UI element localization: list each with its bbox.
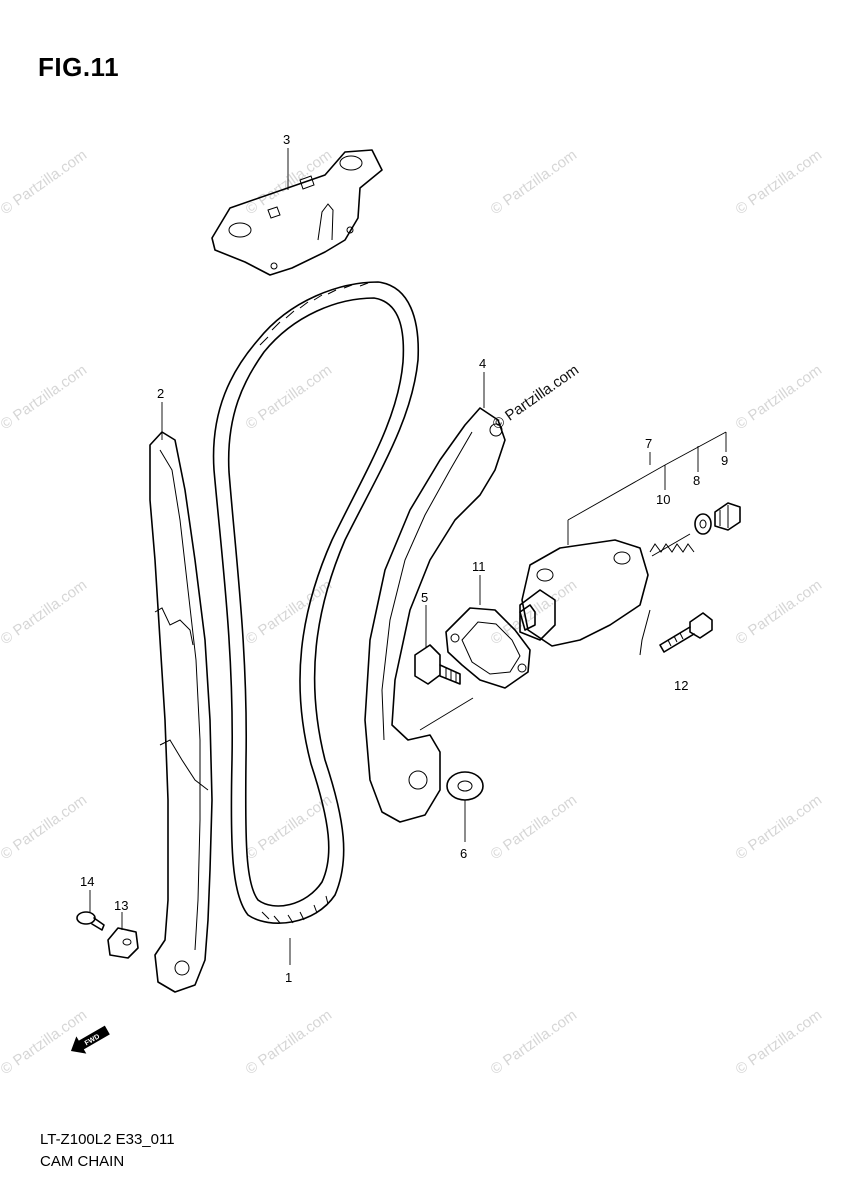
watermark: © Partzilla.com [0, 576, 90, 648]
callout-4: 4 [479, 356, 486, 371]
watermark: © Partzilla.com [733, 1006, 826, 1078]
leader-lines [89, 148, 727, 965]
watermark: © Partzilla.com [243, 146, 336, 218]
callout-9: 9 [721, 453, 728, 468]
watermark: © Partzilla.com [0, 791, 90, 863]
cam-chain [212, 281, 420, 924]
watermark: © Partzilla.com [243, 361, 336, 433]
tensioner-bolt [639, 609, 713, 656]
chain-guide [149, 431, 213, 993]
callout-2: 2 [157, 386, 164, 401]
upper-guide-plate [211, 149, 383, 276]
callout-5: 5 [421, 590, 428, 605]
screw [76, 911, 105, 931]
washer [446, 771, 484, 801]
callout-11: 11 [472, 559, 486, 574]
watermark: © Partzilla.com [0, 146, 90, 218]
callout-12: 12 [674, 678, 688, 693]
callout-8: 8 [693, 473, 700, 488]
callout-7: 7 [645, 436, 652, 451]
watermark: © Partzilla.com [733, 361, 826, 433]
callout-6: 6 [460, 846, 467, 861]
tensioner-gasket [445, 607, 531, 689]
watermark: © Partzilla.com [243, 1006, 336, 1078]
cap-bolt [714, 502, 741, 531]
watermark-group: © Partzilla.com © Partzilla.com © Partzi… [0, 146, 825, 1078]
gasket-washer [694, 513, 712, 535]
tensioner-arm [364, 407, 506, 823]
watermark: © Partzilla.com [0, 361, 90, 433]
pivot-bolt [414, 644, 461, 685]
callout-14: 14 [80, 874, 94, 889]
figure-title: FIG.11 [38, 52, 120, 82]
callout-10: 10 [656, 492, 670, 507]
callout-labels: 1 2 3 4 5 6 7 8 9 10 11 12 13 14 [80, 132, 728, 985]
callout-13: 13 [114, 898, 128, 913]
fwd-label: FWD [84, 1033, 101, 1047]
watermark: © Partzilla.com [733, 791, 826, 863]
callout-3: 3 [283, 132, 290, 147]
watermark: © Partzilla.com [488, 1006, 581, 1078]
watermark: © Partzilla.com [488, 146, 581, 218]
spring [649, 533, 695, 557]
guide-clip [107, 927, 139, 959]
assembly-name: CAM CHAIN [40, 1153, 125, 1170]
watermark: © Partzilla.com [733, 576, 826, 648]
watermark-prominent: © Partzilla.com [490, 361, 583, 433]
watermark: © Partzilla.com [733, 146, 826, 218]
watermark: © Partzilla.com [243, 791, 336, 863]
callout-1: 1 [285, 970, 292, 985]
model-code: LT-Z100L2 E33_011 [40, 1131, 175, 1148]
tensioner-assembly [519, 539, 649, 647]
watermark: © Partzilla.com [488, 791, 581, 863]
